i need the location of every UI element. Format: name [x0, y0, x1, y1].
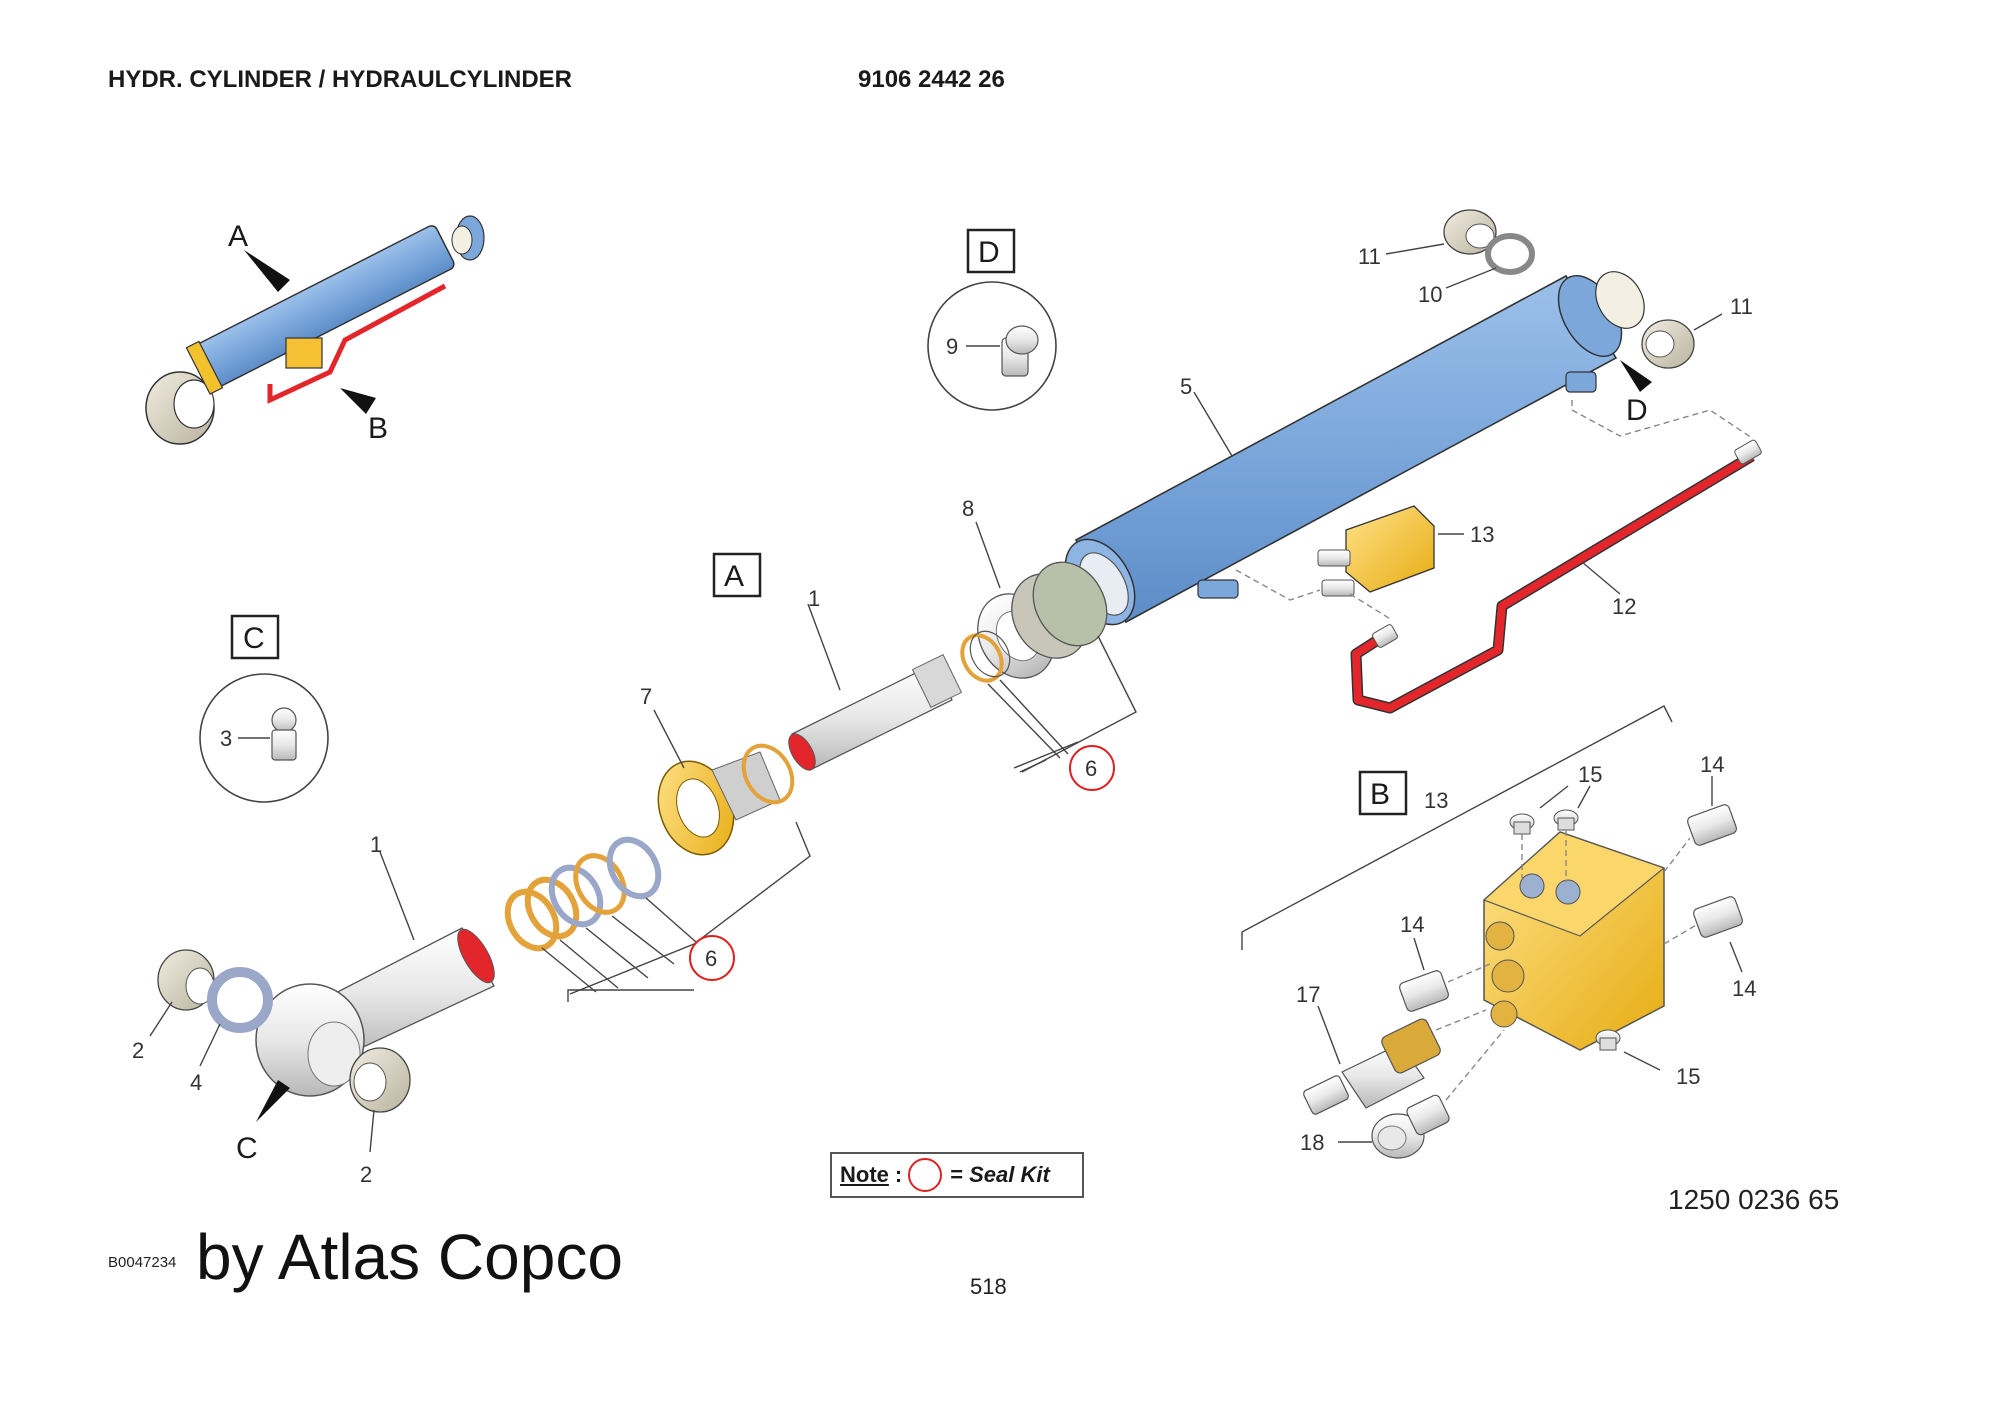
- pointer-arrow-icon: [1620, 360, 1652, 392]
- adapter-14-left: [1399, 970, 1449, 1012]
- item-18-label: 18: [1300, 1130, 1324, 1155]
- plug-15-a: [1509, 813, 1535, 835]
- bushing-11-top: [1443, 209, 1497, 255]
- note-label: Note: [840, 1162, 889, 1187]
- item-3-label: 3: [220, 726, 232, 751]
- hose-12: [1352, 452, 1755, 712]
- item-17-label: 17: [1296, 982, 1320, 1007]
- item-14-label-top: 14: [1700, 752, 1724, 777]
- grease-nipple-3: [271, 707, 297, 761]
- detail-a-label: A: [724, 560, 744, 593]
- item-2-label-left: 2: [132, 1038, 144, 1063]
- plug-15-c: [1595, 1029, 1621, 1051]
- bushing-11-right: [1641, 319, 1695, 369]
- seal-kit-note: Note : = Seal Kit: [830, 1152, 1084, 1198]
- piston-rod-1-upper: [788, 654, 963, 771]
- overview-cylinder: [145, 215, 485, 445]
- item-13-label-small: 13: [1470, 522, 1494, 547]
- part-number: 9106 2442 26: [858, 66, 1005, 93]
- pointer-arrow-icon: [256, 1080, 290, 1122]
- piston-8: [977, 561, 1108, 679]
- seal-ring-upper: [960, 630, 1011, 683]
- detail-b-label: B: [1370, 778, 1390, 811]
- item-15-label-bottom: 15: [1676, 1064, 1700, 1089]
- seal-kit-callout-6-lower: [689, 935, 735, 981]
- item-5-label: 5: [1180, 374, 1192, 399]
- gland-7: [657, 751, 781, 856]
- page-number: 518: [970, 1274, 1007, 1299]
- byline: by Atlas Copco: [196, 1221, 623, 1293]
- grease-nipple-9: [1001, 325, 1039, 377]
- check-valve-17: [1303, 1018, 1441, 1115]
- piston-rod-1-lower: [255, 927, 495, 1097]
- callout-c-main: C: [236, 1132, 258, 1165]
- item-12-label: 12: [1612, 594, 1636, 619]
- note-equals: =: [950, 1162, 964, 1187]
- lock-ring-4: [207, 967, 273, 1033]
- item-6-label-upper: 6: [1085, 756, 1097, 781]
- item-10-label: 10: [1418, 282, 1442, 307]
- drawing-number: 1250 0236 65: [1668, 1184, 1840, 1215]
- item-14-label-left: 14: [1400, 912, 1424, 937]
- adapter-14-top: [1687, 804, 1737, 846]
- pointer-arrow-icon: [244, 250, 290, 292]
- callout-d-main: D: [1626, 394, 1648, 427]
- item-14-label-right: 14: [1732, 976, 1756, 1001]
- item-9-label: 9: [946, 334, 958, 359]
- detail-a-box: [712, 552, 762, 598]
- item-1-label-lower: 1: [370, 832, 382, 857]
- seal-stack-lower: [504, 836, 662, 952]
- callout-b-overview: B: [368, 412, 388, 445]
- adapter-18: [1371, 1094, 1450, 1159]
- valve-block-13: [1482, 831, 1666, 1051]
- seal-ring-gland: [741, 743, 795, 805]
- note-colon: :: [894, 1162, 903, 1187]
- bushing-2-left: [157, 949, 215, 1011]
- lock-ring-10: [1485, 233, 1535, 275]
- adapter-14-right: [1693, 896, 1743, 938]
- item-11-label-right: 11: [1730, 294, 1753, 319]
- cylinder-tube-5: [1064, 271, 1645, 626]
- item-4-label: 4: [190, 1070, 202, 1095]
- detail-b-box: [1358, 770, 1408, 816]
- seal-kit-circle-icon: [908, 1158, 943, 1192]
- item-1-label-upper: 1: [808, 586, 820, 611]
- note-seal-kit-text: Seal Kit: [969, 1162, 1050, 1187]
- item-11-label-top: 11: [1358, 244, 1381, 269]
- valve-block-13-small: [1317, 505, 1435, 597]
- item-15-label-top: 15: [1578, 762, 1602, 787]
- detail-d-label: D: [978, 236, 1000, 269]
- plug-15-b: [1553, 809, 1579, 831]
- callout-a-overview: A: [228, 220, 248, 253]
- item-6-label-lower: 6: [705, 946, 717, 971]
- item-8-label: 8: [962, 496, 974, 521]
- image-code: B0047234: [108, 1254, 177, 1271]
- detail-d-box: [966, 228, 1016, 274]
- detail-c-label: C: [243, 622, 265, 655]
- detail-c-box: [230, 614, 280, 660]
- pointer-arrow-icon: [340, 388, 376, 414]
- item-2-label-right: 2: [360, 1162, 372, 1187]
- item-13-label-detail: 13: [1424, 788, 1448, 813]
- seal-kit-callout-6-upper: [1069, 745, 1115, 791]
- item-7-label: 7: [640, 684, 652, 709]
- page-title: HYDR. CYLINDER / HYDRAULCYLINDER: [108, 66, 573, 93]
- bushing-2-right: [349, 1047, 411, 1113]
